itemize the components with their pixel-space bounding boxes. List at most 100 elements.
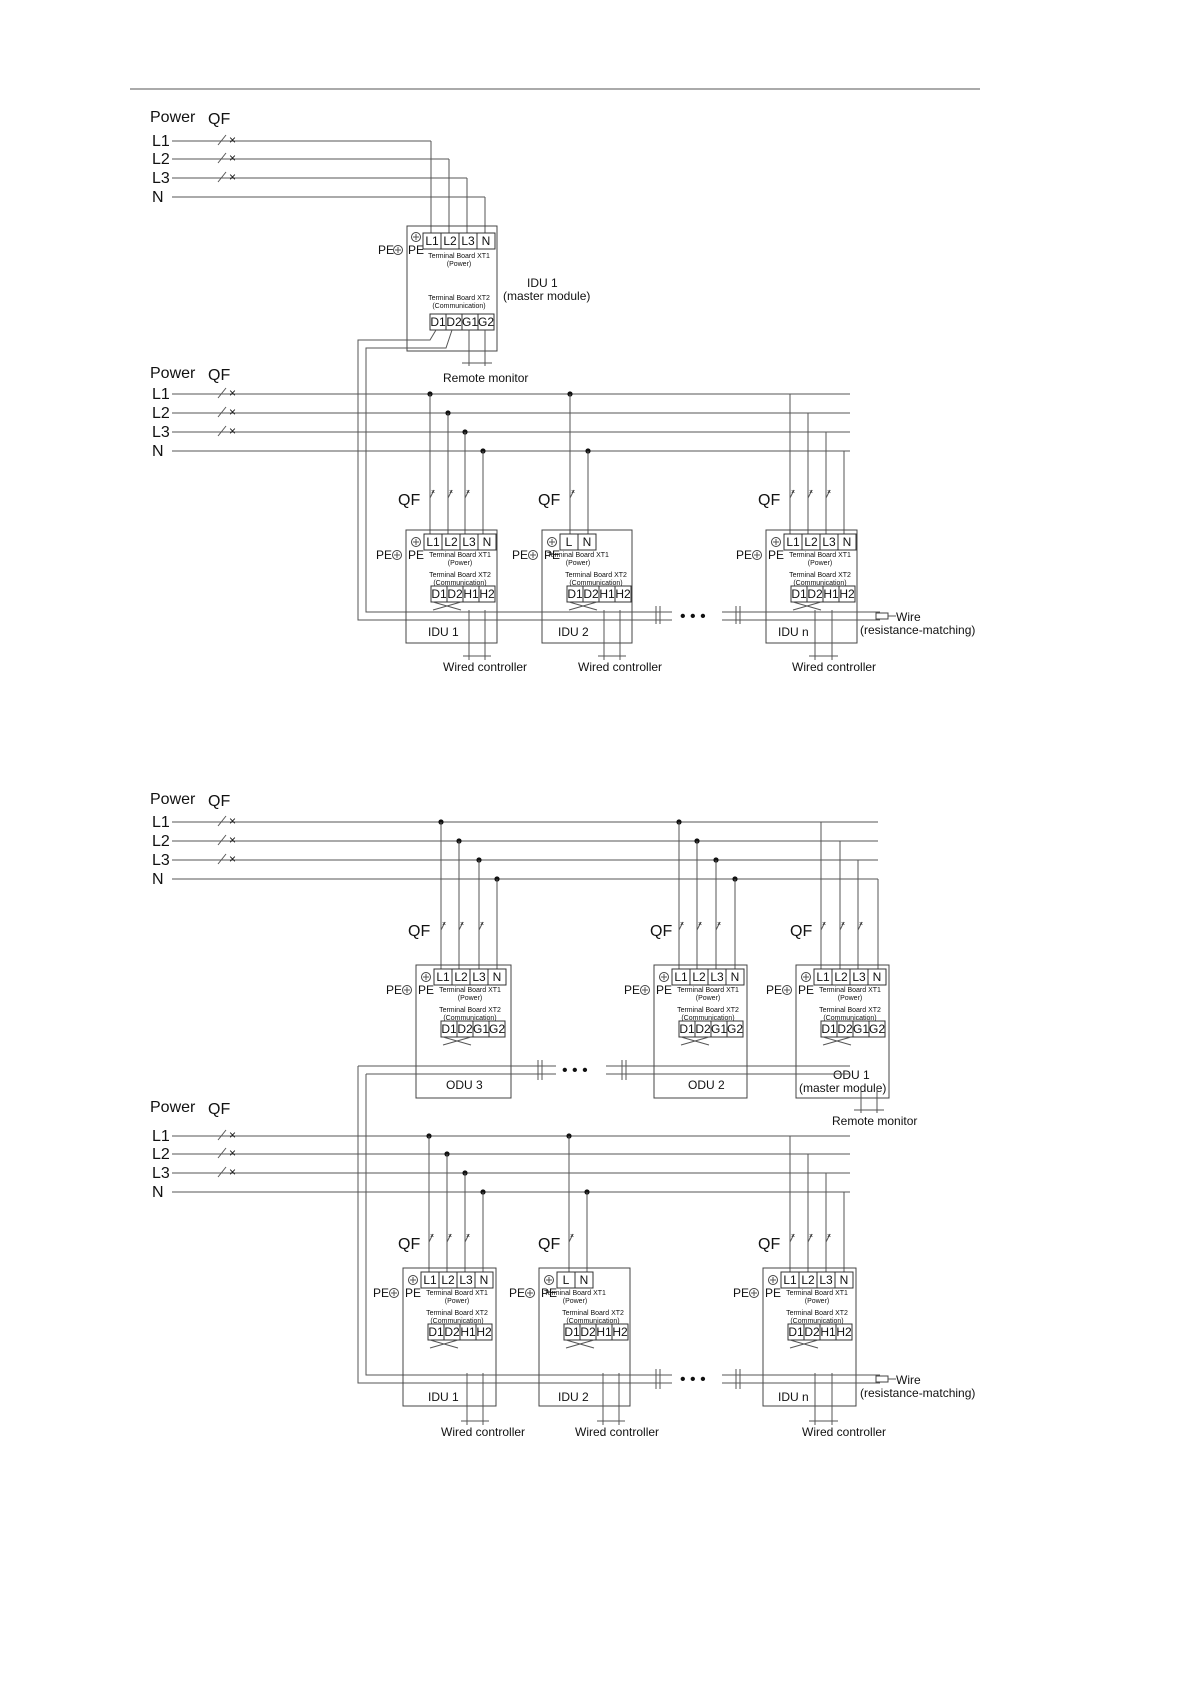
d2-odu1-xt1-title: Terminal Board XT1 — [819, 987, 881, 994]
d2-odu2-xt1-n-label: N — [731, 970, 740, 984]
d1-wire-label: Wire — [896, 610, 921, 624]
d2-odu1-xt2-d2-label: D2 — [837, 1022, 853, 1036]
breaker-switch — [217, 425, 227, 437]
d2-odu1-xt2-title: Terminal Board XT2 — [819, 1007, 881, 1014]
d2-supply1-l2-label: L2 — [152, 833, 170, 850]
breaker-mark: × — [480, 921, 484, 928]
d1-idu2-xt2-title: Terminal Board XT2 — [565, 572, 627, 579]
earth-icon — [408, 1275, 418, 1285]
d2-dots-mask2 — [672, 1367, 722, 1389]
d1-idu2-box — [541, 529, 633, 644]
d2-odu2-xt2-g2-label: G2 — [727, 1022, 743, 1036]
d2-supply2-l1-label: L1 — [152, 1128, 170, 1145]
breaker-switch — [807, 489, 813, 499]
breaker-mark: × — [827, 1233, 831, 1240]
d2-idu2-xt2-sub: (Communication) — [566, 1318, 619, 1325]
d2-odu3-xt2-title: Terminal Board XT2 — [439, 1007, 501, 1014]
earth-icon — [659, 972, 669, 982]
breaker-switch — [429, 489, 435, 499]
d2-odu2-xt1-l1-label: L1 — [674, 970, 688, 984]
d2-idu1-xt1-l2-label: L2 — [441, 1273, 455, 1287]
d1-idu2-xt1-sub: (Power) — [566, 560, 591, 567]
d1-master-xt2-sub: (Communication) — [432, 303, 485, 310]
d2-supply1-l3-label: L3 — [152, 852, 170, 869]
comm-cross — [442, 1036, 472, 1046]
comm-cross — [822, 1036, 852, 1046]
breaker-mark: × — [827, 489, 831, 496]
d1-master-xt2-d2-label: D2 — [446, 315, 462, 329]
d1-idu2-xt2-h2-terminal — [614, 585, 632, 603]
breaker-switch — [217, 152, 227, 164]
d1-master-pe-inner: PE — [408, 243, 424, 257]
d2-dots-odu: • • • — [562, 1062, 588, 1079]
d2-odu1-xt2-g1-label: G1 — [853, 1022, 869, 1036]
d2-dots-mask — [556, 1058, 606, 1080]
d2-wc1: Wired controller — [441, 1425, 525, 1439]
d2-idun-xt2-h1-label: H1 — [820, 1325, 836, 1339]
earth-icon — [528, 550, 538, 560]
breaker-switch — [825, 489, 831, 499]
breaker-mark: × — [442, 921, 446, 928]
d2-odu2-xt2-sub: (Communication) — [681, 1015, 734, 1022]
d2-idu1-pe-outer: PE — [373, 1286, 389, 1300]
d2-idun-xt1-l1-label: L1 — [783, 1273, 797, 1287]
d2-odu1-box — [795, 964, 890, 1099]
d2-odu3-pe-inner: PE — [418, 983, 434, 997]
d2-odu3-xt2-g2-terminal — [488, 1020, 506, 1038]
d1-idu2-qf: QF — [538, 492, 560, 509]
breaker-switch — [217, 853, 227, 865]
d2-idun-xt2-d1-label: D1 — [788, 1325, 804, 1339]
d2-idu1-xt2-h2-label: H2 — [476, 1325, 492, 1339]
breaker-mark: × — [430, 1233, 434, 1240]
d2-supply2-power-label: Power — [150, 1099, 196, 1116]
d1-idu2-xt2-d2-label: D2 — [583, 587, 599, 601]
d1-master-pe-outer: PE — [378, 243, 394, 257]
d1-supply1-power-label: Power — [150, 109, 196, 126]
d2-odu1-pe-outer: PE — [766, 983, 782, 997]
d2-supply2-l3-label: L3 — [152, 1165, 170, 1182]
d1-idu1-xt1-l1-label: L1 — [426, 535, 440, 549]
d1-comm-bus-a — [357, 329, 437, 621]
d2-odu2-xt1-sub: (Power) — [696, 995, 721, 1002]
d2-wc3: Wired controller — [802, 1425, 886, 1439]
earth-icon — [525, 1288, 535, 1298]
d2-idun-xt1-l2-label: L2 — [801, 1273, 815, 1287]
d2-idu2-xt1-n-terminal — [574, 1271, 594, 1289]
d2-idu1-name: IDU 1 — [428, 1390, 459, 1404]
earth-icon — [402, 985, 412, 995]
d1-master-name: IDU 1 — [527, 276, 558, 290]
d2-idu1-xt2-sub: (Communication) — [430, 1318, 483, 1325]
d2-odu3-xt2-d1-label: D1 — [441, 1022, 457, 1036]
d1-idu1-xt1-l3-label: L3 — [462, 535, 476, 549]
d2-odu1-xt1-n-label: N — [873, 970, 882, 984]
d1-master-xt1-title: Terminal Board XT1 — [428, 253, 490, 260]
d2-supply2-l2-label: L2 — [152, 1146, 170, 1163]
d1-idun-name: IDU n — [778, 625, 809, 639]
d1-idu1-pe-outer: PE — [376, 548, 392, 562]
earth-icon — [389, 1288, 399, 1298]
earth-icon — [749, 1288, 759, 1298]
breaker-switch — [217, 406, 227, 418]
breaker-switch — [446, 1233, 452, 1243]
d2-odu2-xt1-n-terminal — [725, 968, 745, 986]
d1-master-box — [406, 225, 498, 352]
d2-idu2-xt1-n-label: N — [580, 1273, 589, 1287]
d1-wc3: Wired controller — [792, 660, 876, 674]
breaker-mark: × — [859, 921, 863, 928]
d2-idun-pe-inner: PE — [765, 1286, 781, 1300]
d1-supply2-l3-label: L3 — [152, 424, 170, 441]
breaker-mark: × — [717, 921, 721, 928]
d2-wc2: Wired controller — [575, 1425, 659, 1439]
d2-odu2-xt2-title: Terminal Board XT2 — [677, 1007, 739, 1014]
d2-odu3-xt2-sub: (Communication) — [443, 1015, 496, 1022]
earth-icon — [782, 985, 792, 995]
d2-odu1-xt1-l2-label: L2 — [834, 970, 848, 984]
d1-master-xt2-g2-label: G2 — [478, 315, 494, 329]
d1-idu1-xt2-h1-label: H1 — [463, 587, 479, 601]
d2-odu1-xt2-d1-label: D1 — [821, 1022, 837, 1036]
d2-idu2-qf: QF — [538, 1236, 560, 1253]
breaker-mark: × — [698, 921, 702, 928]
breaker-switch — [696, 921, 702, 931]
breaker-switch — [458, 921, 464, 931]
d2-idu2-name: IDU 2 — [558, 1390, 589, 1404]
